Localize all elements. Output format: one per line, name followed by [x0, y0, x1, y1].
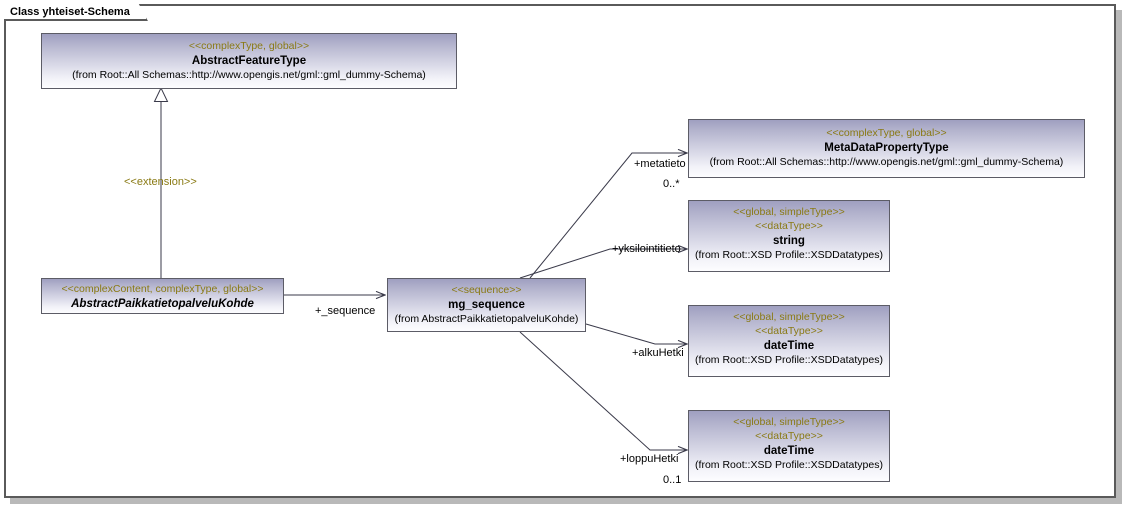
class-node-metadata-property-type[interactable]: <<complexType, global>> MetaDataProperty…: [688, 119, 1085, 178]
class-node-abstract-paikkatietopalvelu-kohde[interactable]: <<complexContent, complexType, global>> …: [41, 278, 284, 314]
node-stereotype-secondary: <<dataType>>: [755, 429, 823, 442]
class-node-abstract-feature-type[interactable]: <<complexType, global>> AbstractFeatureT…: [41, 33, 457, 89]
node-from-path: (from Root::All Schemas::http://www.open…: [709, 156, 1064, 169]
node-from-path: (from Root::XSD Profile::XSDDatatypes): [695, 249, 883, 262]
node-from-path: (from Root::All Schemas::http://www.open…: [72, 69, 426, 82]
node-stereotype: <<global, simpleType>>: [733, 206, 845, 218]
diagram-frame-title-tab: Class yhteiset-Schema: [4, 4, 148, 21]
node-name: dateTime: [763, 444, 815, 457]
node-name: AbstractPaikkatietopalveluKohde: [71, 297, 254, 310]
node-name: AbstractFeatureType: [191, 54, 307, 67]
connector-multiplicity-metatieto: 0..*: [663, 178, 680, 190]
node-stereotype: <<complexContent, complexType, global>>: [61, 283, 264, 295]
node-stereotype: <<complexType, global>>: [188, 40, 310, 52]
connector-multiplicity-loppuhetki: 0..1: [663, 474, 682, 486]
connector-label-alkuhetki: +alkuHetki: [632, 347, 684, 359]
node-stereotype: <<complexType, global>>: [826, 127, 947, 139]
node-from-path: (from Root::XSD Profile::XSDDatatypes): [695, 354, 883, 367]
node-name: dateTime: [763, 339, 815, 352]
node-stereotype-secondary: <<dataType>>: [755, 219, 823, 232]
node-stereotype: <<global, simpleType>>: [733, 311, 845, 323]
connector-label-loppuhetki: +loppuHetki: [620, 453, 679, 465]
class-node-datetime-type-loppu[interactable]: <<global, simpleType>> <<dataType>> date…: [688, 410, 890, 482]
node-stereotype: <<sequence>>: [451, 284, 522, 296]
connector-label-sequence: +_sequence: [315, 305, 376, 317]
connector-label-yksilointitieto: +yksilointitieto: [612, 243, 681, 255]
node-stereotype: <<global, simpleType>>: [733, 416, 845, 428]
node-name: mg_sequence: [448, 298, 525, 311]
node-from-path: (from AbstractPaikkatietopalveluKohde): [394, 313, 579, 326]
node-name: MetaDataPropertyType: [824, 141, 949, 154]
node-from-path: (from Root::XSD Profile::XSDDatatypes): [695, 459, 883, 472]
diagram-frame-title: Class yhteiset-Schema: [10, 5, 130, 18]
class-node-mg-sequence[interactable]: <<sequence>> mg_sequence (from AbstractP…: [387, 278, 586, 332]
connector-label-metatieto: +metatieto: [634, 158, 686, 170]
node-stereotype-secondary: <<dataType>>: [755, 324, 823, 337]
class-node-datetime-type-alku[interactable]: <<global, simpleType>> <<dataType>> date…: [688, 305, 890, 377]
class-node-string-type[interactable]: <<global, simpleType>> <<dataType>> stri…: [688, 200, 890, 272]
node-name: string: [773, 234, 805, 247]
connector-label-extension: <<extension>>: [124, 176, 197, 188]
